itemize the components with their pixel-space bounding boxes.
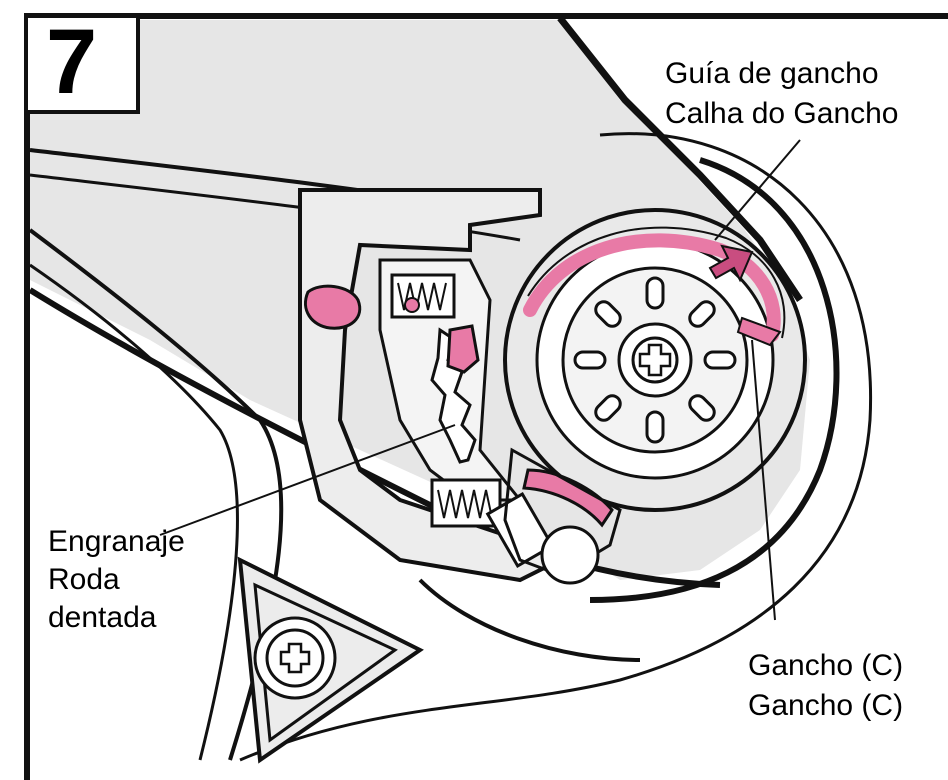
label-hook-guide-es: Guía de gancho	[665, 57, 879, 90]
label-gear-pt-2: dentada	[48, 601, 157, 634]
lower-screw	[253, 616, 337, 700]
pink-pad-middle	[446, 324, 480, 374]
pink-pad-left	[304, 284, 362, 330]
leader-hook-c	[751, 339, 776, 621]
shell-bottom-edge	[28, 287, 721, 588]
step-number: 7	[46, 11, 98, 113]
lower-hook-knob	[540, 525, 600, 585]
label-hook-c-es: Gancho (C)	[748, 649, 904, 682]
direction-arrow	[708, 244, 754, 283]
step-number-box: 7	[28, 12, 140, 114]
lower-guide-rail	[418, 578, 641, 662]
shell-edge	[557, 15, 803, 302]
label-hook-guide-pt: Calha do Gancho	[665, 97, 899, 130]
dial-slots	[573, 276, 737, 444]
label-gear-pt-1: Roda	[48, 563, 120, 596]
hook-c-pad	[736, 316, 782, 347]
leader-gear	[159, 424, 456, 536]
leader-hook-guide	[714, 139, 801, 241]
upper-spring	[390, 273, 456, 319]
lever-body	[298, 188, 565, 583]
label-hook-c-pt: Gancho (C)	[748, 689, 904, 722]
visor-outer-curve	[239, 132, 873, 762]
hook-guide-outline	[527, 226, 786, 339]
hook-guide-arc	[523, 233, 781, 342]
left-rail-4	[29, 263, 239, 761]
label-gear-es: Engranaje	[48, 525, 185, 558]
spring-pin-pink	[404, 297, 420, 313]
visor-inner-curve	[589, 157, 840, 603]
center-screw	[617, 322, 693, 398]
small-spring	[485, 491, 555, 569]
